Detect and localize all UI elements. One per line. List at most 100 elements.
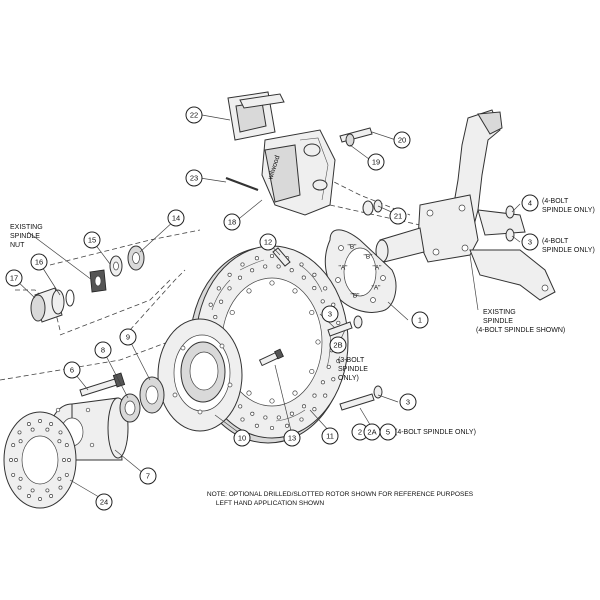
- rotor-hole: [276, 264, 281, 269]
- callout-circle: [185, 106, 203, 124]
- callout-23: 23: [185, 169, 203, 187]
- adapter-hole: [45, 427, 50, 432]
- callout-5: 5: [379, 423, 397, 441]
- adapter-hole: [49, 494, 54, 498]
- callout-circle: [389, 207, 407, 225]
- bracket-letter-a3: "A": [372, 285, 382, 292]
- rotor-hole: [320, 299, 325, 304]
- note-line-1: NOTE: OPTIONAL DRILLED/SLOTTED ROTOR SHO…: [207, 491, 474, 498]
- rotor-hole: [299, 262, 304, 267]
- rotor-hole: [240, 417, 245, 422]
- rotor-hole: [285, 423, 290, 428]
- callout-number: 19: [372, 158, 380, 167]
- callout-21: 21: [389, 207, 407, 225]
- rotor-hole: [227, 286, 232, 291]
- callout-circle: [321, 305, 339, 323]
- callout-circle: [283, 429, 301, 447]
- adapter-hole: [9, 458, 13, 462]
- callout-number: 12: [264, 238, 272, 247]
- callout-12: 12: [259, 233, 277, 251]
- label-4bolt-a-1: (4-BOLT: [542, 198, 569, 205]
- rotor-mount-hole: [309, 368, 315, 375]
- rotor-hole: [219, 299, 224, 304]
- label-3bolt-2: SPINDLE: [338, 366, 368, 373]
- callout-circle: [233, 429, 251, 447]
- label-existing-spindle-nut-2: SPINDLE: [10, 233, 40, 240]
- callout-24: 24: [95, 493, 113, 511]
- callout-8: 8: [94, 341, 112, 359]
- wheel-stud: [79, 372, 126, 397]
- label-existing-spindle-1: EXISTING: [483, 309, 516, 316]
- callout-number: 17: [10, 274, 18, 283]
- rotor-hole: [323, 286, 328, 291]
- callout-circle: [521, 194, 539, 212]
- rotor-hole: [254, 256, 259, 261]
- callout-3-2: 3: [521, 233, 539, 251]
- callout-10: 10: [233, 429, 251, 447]
- rotor-hole: [213, 315, 218, 320]
- rotor-hole: [216, 286, 221, 291]
- adapter-hole: [67, 458, 71, 462]
- rotor-hole: [289, 268, 294, 273]
- callout-number: 6: [70, 366, 74, 375]
- label-existing-spindle-2: SPINDLE: [483, 318, 513, 325]
- callout-3: 3: [399, 393, 417, 411]
- rotor-hole: [254, 423, 259, 428]
- callout-9: 9: [119, 328, 137, 346]
- callout-number: 5: [386, 428, 390, 437]
- callout-number: 7: [146, 472, 150, 481]
- callout-number: 9: [126, 333, 130, 342]
- callout-17: 17: [5, 269, 23, 287]
- bracket-letter-b3: "B": [351, 293, 361, 300]
- label-3bolt-1: (3-BOLT: [338, 357, 365, 364]
- rotor-mount-hole: [309, 309, 315, 316]
- rotor-mount-hole: [292, 288, 298, 294]
- outer-bearing: [127, 245, 145, 271]
- existing-spindle: [375, 109, 556, 301]
- rotor-hole: [312, 286, 317, 291]
- callout-circle: [167, 209, 185, 227]
- rotor-hole: [323, 393, 328, 398]
- adapter-hole: [64, 443, 69, 448]
- spindle-nut: [89, 269, 107, 293]
- text-labels: EXISTING SPINDLE NUT EXISTING SPINDLE (4…: [10, 198, 595, 507]
- callout-number: 3: [328, 310, 332, 319]
- callout-7: 7: [139, 467, 157, 485]
- pad-retainer-pin: [225, 176, 259, 192]
- bracket-letter-b2: "B": [364, 254, 374, 261]
- callout-1: 1: [411, 311, 429, 329]
- inner-bearing: [119, 376, 165, 423]
- rotor-bolt: [258, 348, 284, 367]
- adapter-hole: [26, 494, 31, 498]
- rotor-hole: [250, 268, 255, 273]
- callout-circle: [63, 361, 81, 379]
- callout-number: 16: [35, 258, 43, 267]
- rotor-mount-hole: [269, 280, 275, 286]
- adapter-hole: [64, 472, 69, 477]
- callout-13: 13: [283, 429, 301, 447]
- callout-11: 11: [321, 427, 339, 445]
- label-existing-spindle-nut-1: EXISTING: [10, 224, 43, 231]
- rotor-hole: [208, 302, 213, 307]
- adapter-hole: [62, 458, 66, 462]
- label-3bolt-3: ONLY): [338, 375, 359, 382]
- callout-number: 14: [172, 214, 180, 223]
- rotor-hole: [331, 377, 336, 382]
- brake-pads: [227, 91, 285, 141]
- callout-22: 22: [185, 106, 203, 124]
- callout-20: 20: [393, 131, 411, 149]
- dust-cap-group: [30, 287, 75, 323]
- note-line-2: LEFT HAND APPLICATION SHOWN: [216, 500, 324, 507]
- callout-number: 2: [358, 428, 362, 437]
- adapter-hole: [45, 488, 50, 493]
- callout-number: 11: [326, 432, 334, 441]
- callout-circle: [139, 467, 157, 485]
- adapter-hole: [17, 485, 22, 490]
- adapter-hole: [18, 476, 23, 481]
- adapter-hole: [17, 430, 22, 435]
- mounting-bracket-1: "B" "B" "A" "A" "B" "A": [324, 229, 397, 313]
- callout-circle: [95, 493, 113, 511]
- rotor-hole: [312, 393, 317, 398]
